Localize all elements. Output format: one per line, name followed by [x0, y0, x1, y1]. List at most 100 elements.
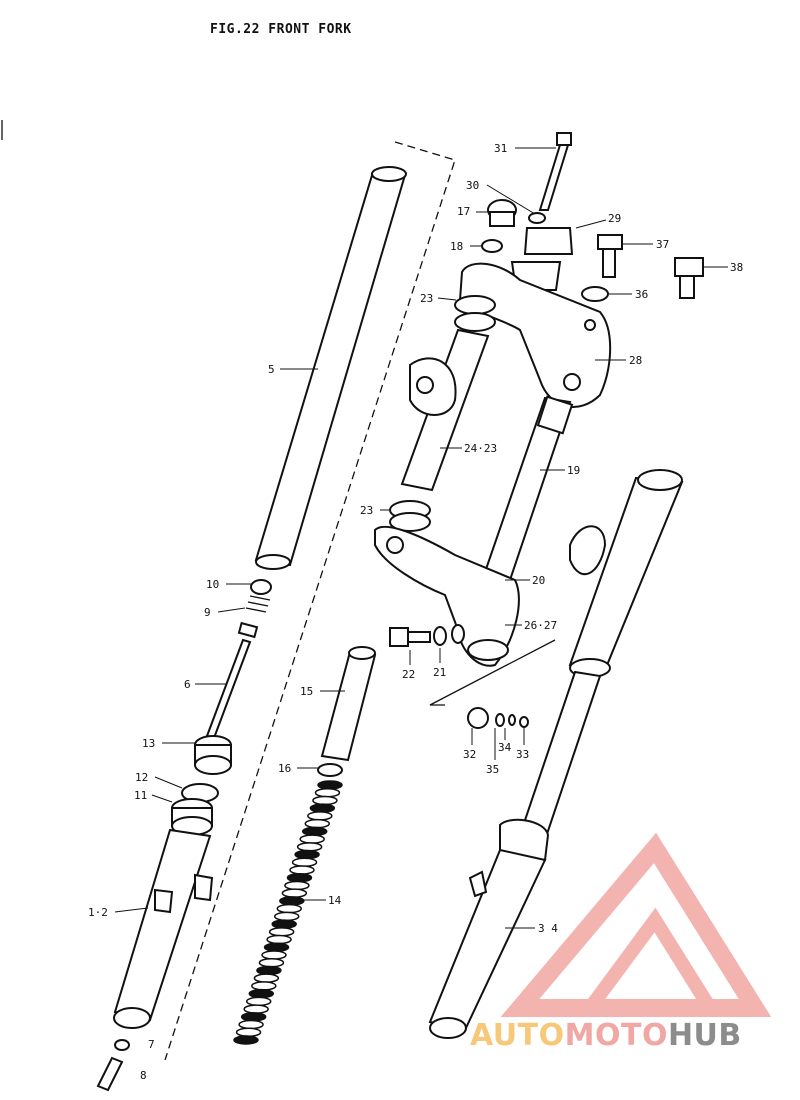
callout-6: 6: [184, 678, 191, 691]
spring-coil: [266, 934, 292, 945]
spring-coil: [235, 1027, 262, 1038]
callout-18: 18: [450, 240, 463, 253]
callout-10: 10: [206, 578, 219, 591]
callout-34: 34: [498, 741, 512, 754]
callout-3-4: 3 4: [538, 922, 558, 935]
callout-32: 32: [463, 748, 476, 761]
part-31-bolt: [538, 132, 572, 211]
callout-11: 11: [134, 789, 147, 802]
part-16-washer: [317, 763, 343, 777]
part-20-lower-bracket: [374, 525, 520, 667]
spring-coil: [245, 996, 272, 1007]
spring-coil: [273, 911, 300, 922]
callout-38: 38: [730, 261, 743, 274]
spring-coil: [256, 965, 282, 976]
spring-coil: [248, 988, 275, 999]
spring-coil: [240, 1012, 267, 1022]
callout-16: 16: [278, 762, 291, 775]
spring-coil: [299, 834, 325, 844]
spring-coil: [251, 981, 277, 991]
spring-coil: [309, 803, 336, 813]
part-8-drain-bolt: [96, 1056, 124, 1092]
spring-coil: [304, 818, 331, 829]
callout-23-lower: 23: [360, 504, 373, 517]
callout-20: 20: [532, 574, 545, 587]
spring-coil: [294, 849, 320, 860]
watermark-auto: AUTO: [470, 1018, 565, 1053]
spring-coil: [268, 927, 295, 937]
leader-lines: [114, 147, 728, 929]
spring-coil: [312, 795, 338, 806]
watermark-logo: [500, 832, 772, 1017]
callout-35: 35: [486, 763, 499, 776]
watermark-moto: MOTO: [564, 1018, 668, 1053]
spring-coil: [238, 1019, 264, 1030]
callout-23-upper: 23: [420, 292, 433, 305]
callout-5: 5: [268, 363, 275, 376]
callout-22: 22: [402, 668, 415, 681]
callout-14: 14: [328, 894, 342, 907]
part-38-bolt: [674, 257, 704, 299]
callout-33: 33: [516, 748, 529, 761]
callout-19: 19: [567, 464, 580, 477]
spring-coil: [258, 957, 285, 968]
part-9-spring: [237, 595, 271, 639]
spring-coil: [276, 903, 303, 914]
spring-coil: [271, 919, 297, 929]
spring-coil: [253, 973, 280, 983]
callout-24-23: 24·23: [464, 442, 497, 455]
callout-37: 37: [656, 238, 669, 251]
callout-31: 31: [494, 142, 507, 155]
callout-labels: 31 30 17 29 18 37 38 23 36 5 28 24·23 19…: [88, 142, 743, 1082]
spring-coil: [284, 880, 310, 891]
spring-coil: [243, 1004, 269, 1014]
callout-13: 13: [142, 737, 155, 750]
callout-26-27: 26·27: [524, 619, 557, 632]
callout-28: 28: [629, 354, 642, 367]
part-5-outer-tube: [254, 166, 407, 570]
part-11-oil-seal: [171, 798, 213, 836]
part-10-cap: [250, 579, 272, 595]
part-22-bolt: [389, 627, 431, 647]
part-23-upper-bearing: [454, 295, 496, 315]
spring-coil: [281, 888, 308, 898]
part-7-gasket: [114, 1039, 130, 1051]
callout-21: 21: [433, 666, 446, 679]
part-37-bolt: [597, 234, 623, 278]
callout-30: 30: [466, 179, 479, 192]
spring-coil: [279, 896, 305, 906]
part-24-steering-stem: [400, 328, 490, 492]
part-30-washer: [528, 212, 546, 224]
spring-coil: [301, 826, 328, 837]
watermark-hub: HUB: [667, 1018, 742, 1053]
watermark-triangle-inner: [584, 907, 716, 1013]
figure-title: FIG.22 FRONT FORK: [210, 22, 352, 37]
part-15-spacer: [320, 646, 377, 762]
part-18-oring: [481, 239, 503, 253]
spring-coil: [291, 857, 318, 868]
part-17-cap: [487, 199, 517, 227]
callout-1-2: 1·2: [88, 906, 108, 919]
callout-12: 12: [135, 771, 148, 784]
callout-36: 36: [635, 288, 648, 301]
part-1-2-outer-tube: [113, 828, 214, 1029]
spring-coil: [296, 842, 323, 852]
callout-8: 8: [140, 1069, 147, 1082]
part-6-damper-rod: [205, 638, 252, 740]
callout-9: 9: [204, 606, 211, 619]
spring-coil: [289, 865, 315, 875]
spring-coil: [233, 1035, 259, 1045]
callout-7: 7: [148, 1038, 155, 1051]
spring-coil: [261, 950, 287, 960]
part-14-fork-spring: [233, 780, 343, 1045]
spring-coil: [263, 942, 290, 953]
spring-coil: [317, 780, 343, 790]
spring-coil: [314, 787, 341, 798]
watermark-triangle-outer: [500, 832, 772, 1017]
callout-29: 29: [608, 212, 621, 225]
part-3-4-right-fork: [428, 469, 684, 1039]
part-21-washer: [433, 626, 447, 646]
part-36-washer: [581, 286, 609, 302]
callout-17: 17: [457, 205, 470, 218]
